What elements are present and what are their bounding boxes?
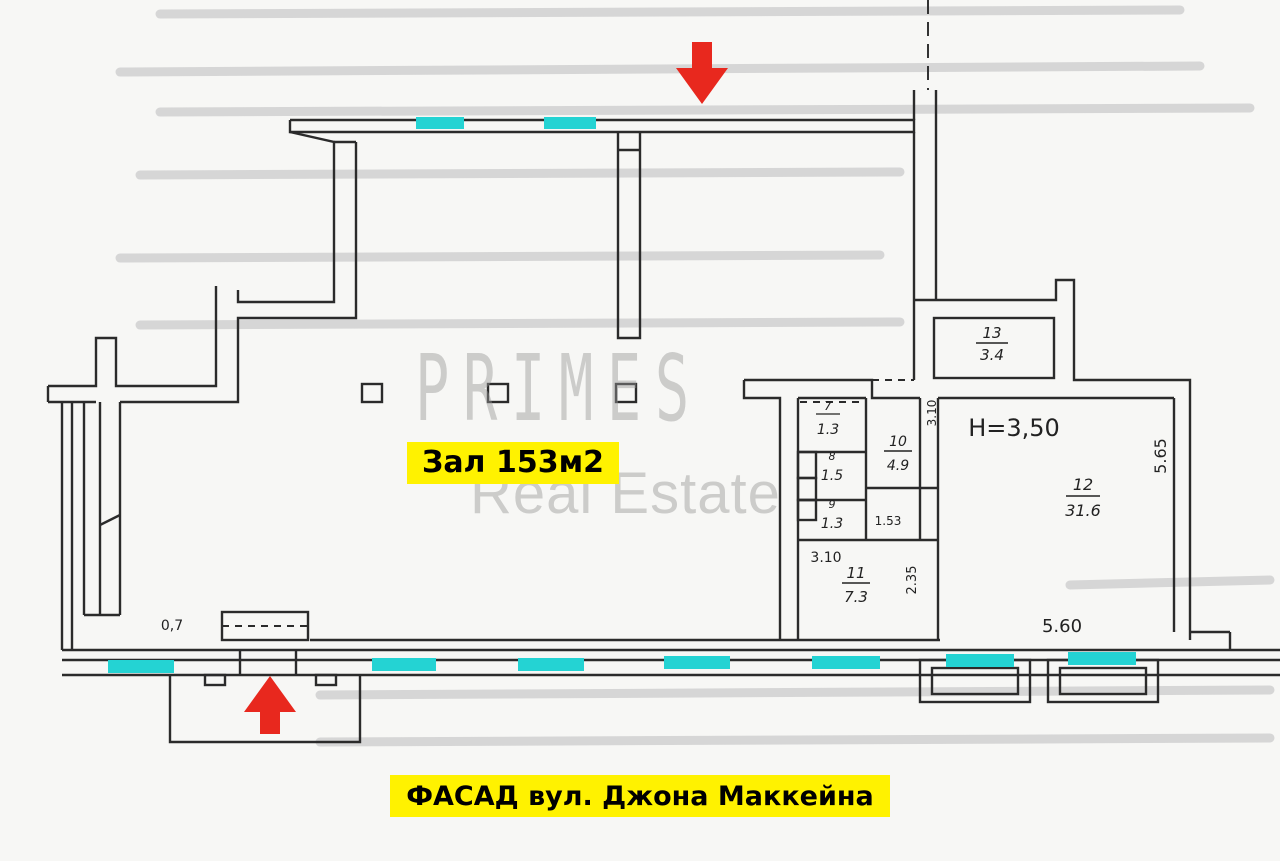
bottom-entrance-arrow-icon bbox=[244, 676, 296, 734]
background-text-lines bbox=[115, 5, 1275, 747]
watermark-brand: PRIMES bbox=[415, 335, 703, 442]
window bbox=[416, 117, 464, 129]
entrance-arrows bbox=[244, 42, 728, 734]
facade-label: ФАСАД вул. Джона Маккейна bbox=[390, 775, 890, 817]
windows bbox=[108, 117, 1136, 673]
window bbox=[372, 658, 436, 671]
window bbox=[108, 660, 174, 673]
dashed-lines bbox=[222, 379, 914, 627]
window bbox=[544, 117, 596, 129]
window bbox=[1068, 652, 1136, 665]
window bbox=[664, 656, 730, 669]
window bbox=[946, 654, 1014, 667]
window bbox=[518, 658, 584, 671]
walls bbox=[46, 90, 1280, 744]
window bbox=[812, 656, 880, 669]
top-entrance-arrow-icon bbox=[676, 42, 728, 104]
hall-label: Зал 153м2 bbox=[407, 442, 619, 484]
